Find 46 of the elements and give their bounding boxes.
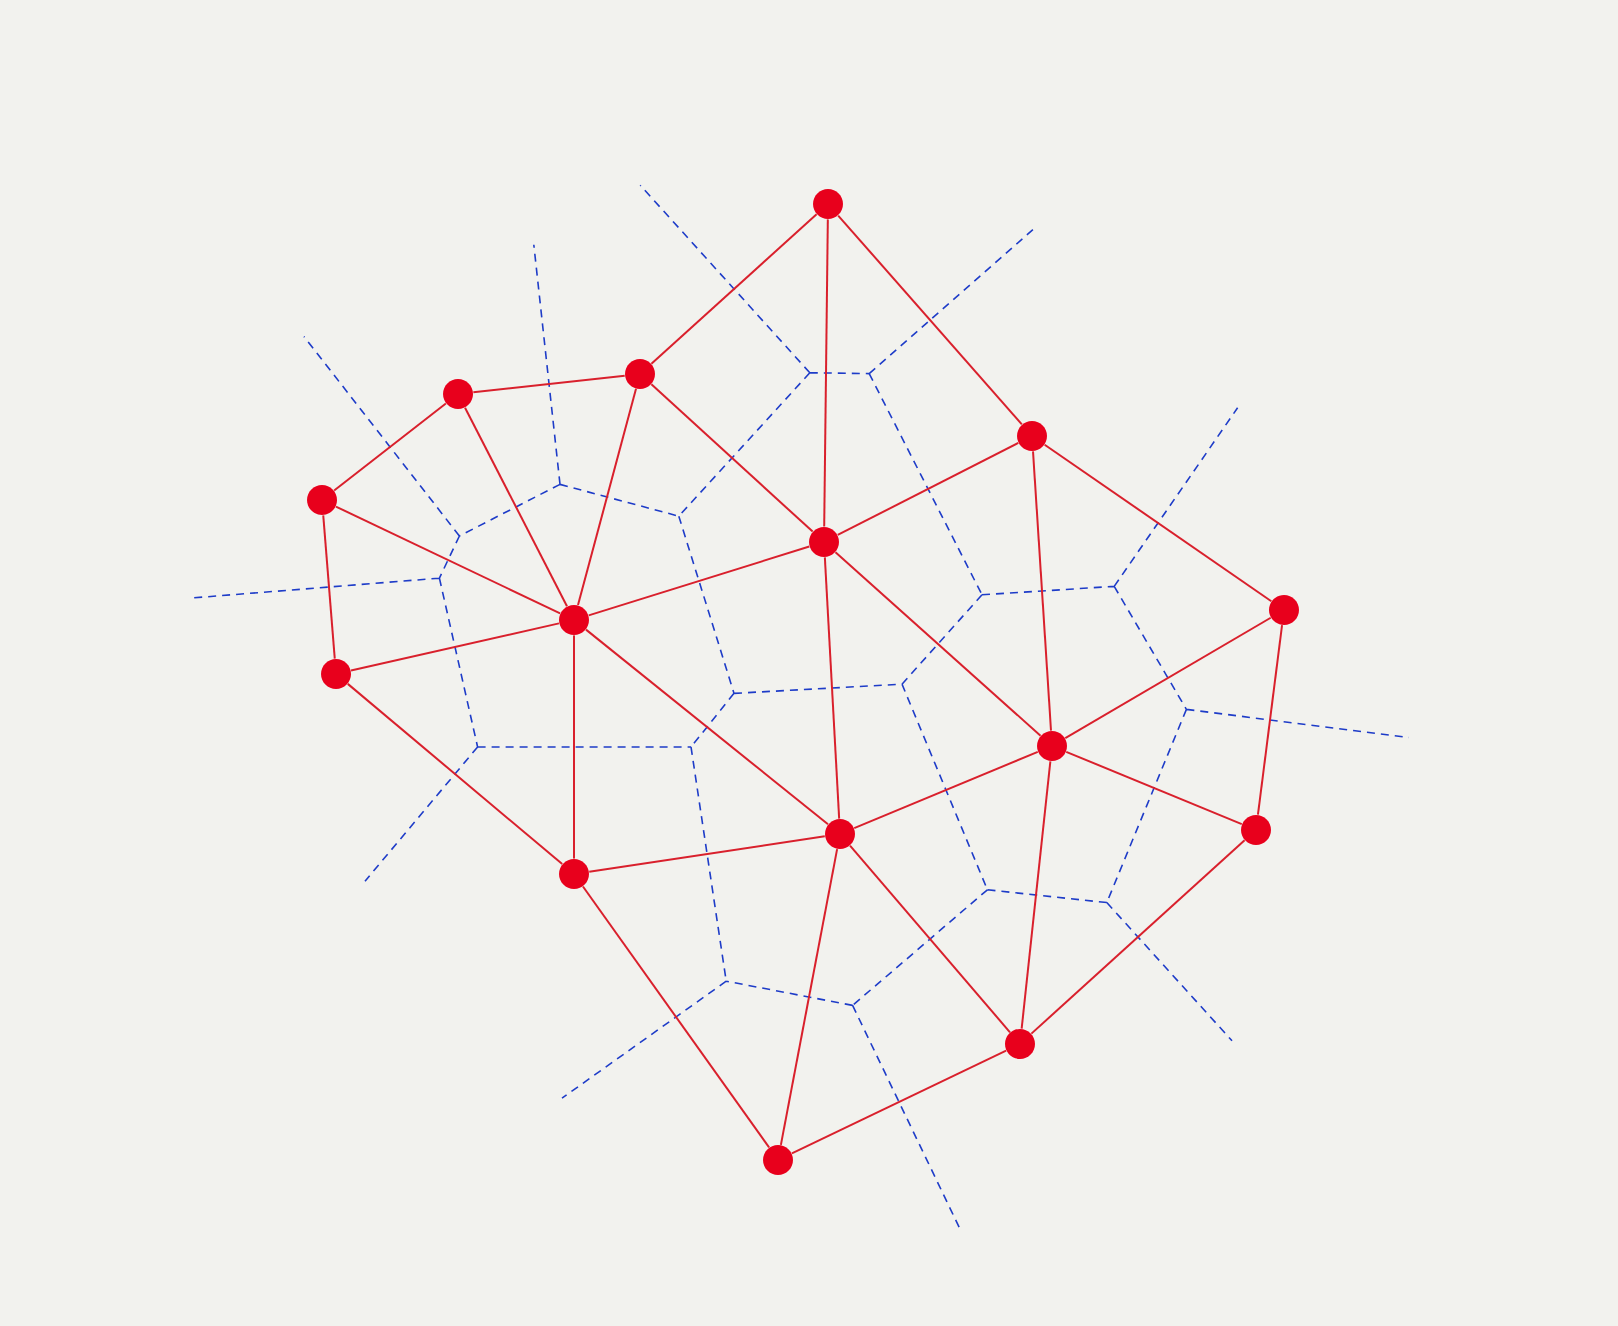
triangle-edge [464, 406, 568, 608]
triangle-edge [1043, 443, 1273, 603]
triangle-edge [585, 628, 829, 826]
triangle-edge [577, 387, 637, 607]
triangle-edge [587, 545, 811, 617]
point-dot [1037, 730, 1067, 761]
triangle-edge [779, 848, 839, 1146]
point-dot [321, 658, 351, 689]
triangle-edge [581, 885, 771, 1149]
triangle-edge [1256, 624, 1284, 816]
point-dot [813, 189, 843, 219]
triangle-edge [1030, 839, 1246, 1035]
point-dot [1005, 1028, 1035, 1059]
triangle-edge [472, 374, 626, 394]
triangle-edge [837, 214, 1023, 426]
triangle-edge [849, 844, 1011, 1034]
point-dot [559, 605, 589, 635]
triangle-edge [588, 835, 826, 873]
triangle-edge [350, 622, 560, 672]
point-dot [809, 526, 839, 557]
point-dot [307, 484, 337, 515]
point-dot [763, 1144, 793, 1175]
triangle-edge [834, 551, 1042, 737]
point-dot [625, 358, 655, 389]
point-dot [825, 818, 855, 849]
point-dot [559, 858, 589, 889]
point-dot [443, 378, 473, 409]
point-dot [1269, 594, 1299, 625]
triangle-edge [836, 441, 1020, 536]
triangle-edge [1065, 750, 1243, 826]
triangle-edge [650, 383, 814, 533]
triangle-edge [334, 505, 562, 615]
point-dot [1017, 420, 1047, 451]
triangle-edge [823, 218, 829, 528]
triangle-edge [573, 634, 575, 860]
triangle-edge [1064, 616, 1272, 740]
triangle-edge [322, 514, 336, 660]
triangle-edge [1032, 450, 1052, 732]
triangle-edge [346, 682, 564, 866]
triangle-edge [823, 556, 841, 820]
triangle-edge [333, 402, 447, 492]
triangle-edge [853, 750, 1039, 830]
triangle-edge [1020, 760, 1052, 1030]
triangle-edge [650, 213, 818, 365]
point-dot [1241, 814, 1271, 845]
triangle-edge [790, 1049, 1008, 1155]
